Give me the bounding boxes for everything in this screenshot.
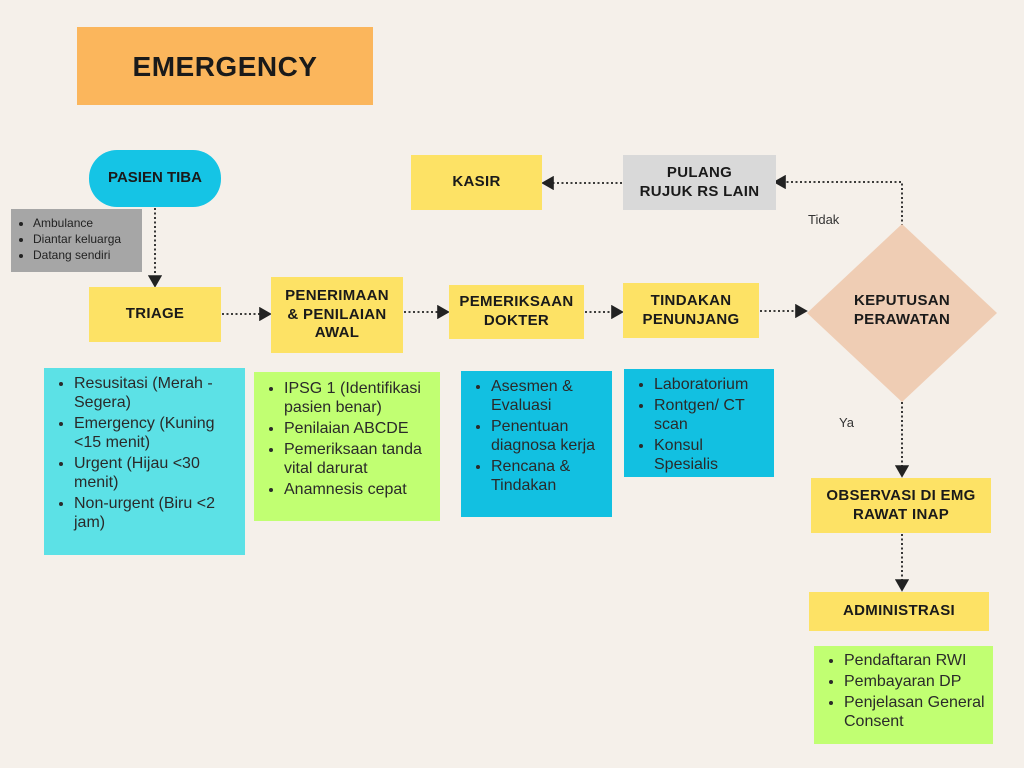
list-item: Asesmen & Evaluasi <box>491 377 606 415</box>
node-text: KEPUTUSAN <box>853 292 951 310</box>
list-item: Penilaian ABCDE <box>284 419 436 438</box>
node-text: PERAWATAN <box>853 311 951 328</box>
node-pulang-rujuk: PULANG RUJUK RS LAIN <box>623 155 776 210</box>
list-item: Penentuan diagnosa kerja <box>491 417 606 455</box>
list-pemeriksaan: Asesmen & Evaluasi Penentuan diagnosa ke… <box>461 371 612 517</box>
list-administrasi: Pendaftaran RWI Pembayaran DP Penjelasan… <box>814 646 993 744</box>
node-text: OBSERVASI DI EMG <box>826 486 976 504</box>
list-item: Ambulance <box>33 215 142 231</box>
list-item: Urgent (Hijau <30 menit) <box>74 454 239 492</box>
node-keputusan-diamond <box>807 224 997 402</box>
node-text: AWAL <box>314 324 360 342</box>
list-tindakan: Laboratorium Rontgen/ CT scan Konsul Spe… <box>624 369 774 477</box>
list-item: Diantar keluarga <box>33 231 142 247</box>
node-pemeriksaan-dokter: PEMERIKSAAN DOKTER <box>449 285 584 339</box>
node-administrasi: ADMINISTRASI <box>809 592 989 631</box>
node-text: & PENILAIAN <box>287 305 387 323</box>
node-text: PULANG <box>666 163 733 181</box>
node-triage: TRIAGE <box>89 287 221 342</box>
node-text: DOKTER <box>483 312 550 329</box>
node-text: RAWAT INAP <box>852 505 950 523</box>
list-triage-levels: Resusitasi (Merah - Segera) Emergency (K… <box>44 368 245 555</box>
list-item: IPSG 1 (Identifikasi pasien benar) <box>284 379 436 417</box>
label-tidak: Tidak <box>808 212 840 227</box>
node-keputusan-perawatan: KEPUTUSAN PERAWATAN <box>827 288 977 334</box>
list-item: Laboratorium <box>654 375 768 394</box>
list-item: Penjelasan General Consent <box>844 693 989 731</box>
label-ya: Ya <box>839 415 854 430</box>
node-pasien-tiba: PASIEN TIBA <box>89 150 221 207</box>
node-kasir: KASIR <box>411 155 542 210</box>
list-penerimaan: IPSG 1 (Identifikasi pasien benar) Penil… <box>254 372 440 521</box>
list-item: Rencana & Tindakan <box>491 457 606 495</box>
node-text: PENERIMAAN <box>285 286 389 304</box>
list-item: Pendaftaran RWI <box>844 651 989 670</box>
node-observasi: OBSERVASI DI EMG RAWAT INAP <box>811 478 991 533</box>
node-text: TINDAKAN <box>650 291 732 309</box>
list-item: Konsul Spesialis <box>654 436 768 474</box>
list-arrival: Ambulance Diantar keluarga Datang sendir… <box>11 209 142 272</box>
list-item: Anamnesis cepat <box>284 480 436 499</box>
node-tindakan-penunjang: TINDAKAN PENUNJANG <box>623 283 759 338</box>
list-item: Rontgen/ CT scan <box>654 396 768 434</box>
node-penerimaan: PENERIMAAN & PENILAIAN AWAL <box>271 277 403 353</box>
node-text: RUJUK RS LAIN <box>639 182 760 200</box>
list-item: Emergency (Kuning <15 menit) <box>74 414 239 452</box>
list-item: Pemeriksaan tanda vital darurat <box>284 440 436 478</box>
list-item: Pembayaran DP <box>844 672 989 691</box>
list-item: Datang sendiri <box>33 247 142 263</box>
node-text: PEMERIKSAAN <box>459 293 574 311</box>
page-title: EMERGENCY <box>77 27 373 105</box>
list-item: Non-urgent (Biru <2 jam) <box>74 494 239 532</box>
node-text: PENUNJANG <box>642 310 740 328</box>
list-item: Resusitasi (Merah - Segera) <box>74 374 239 412</box>
